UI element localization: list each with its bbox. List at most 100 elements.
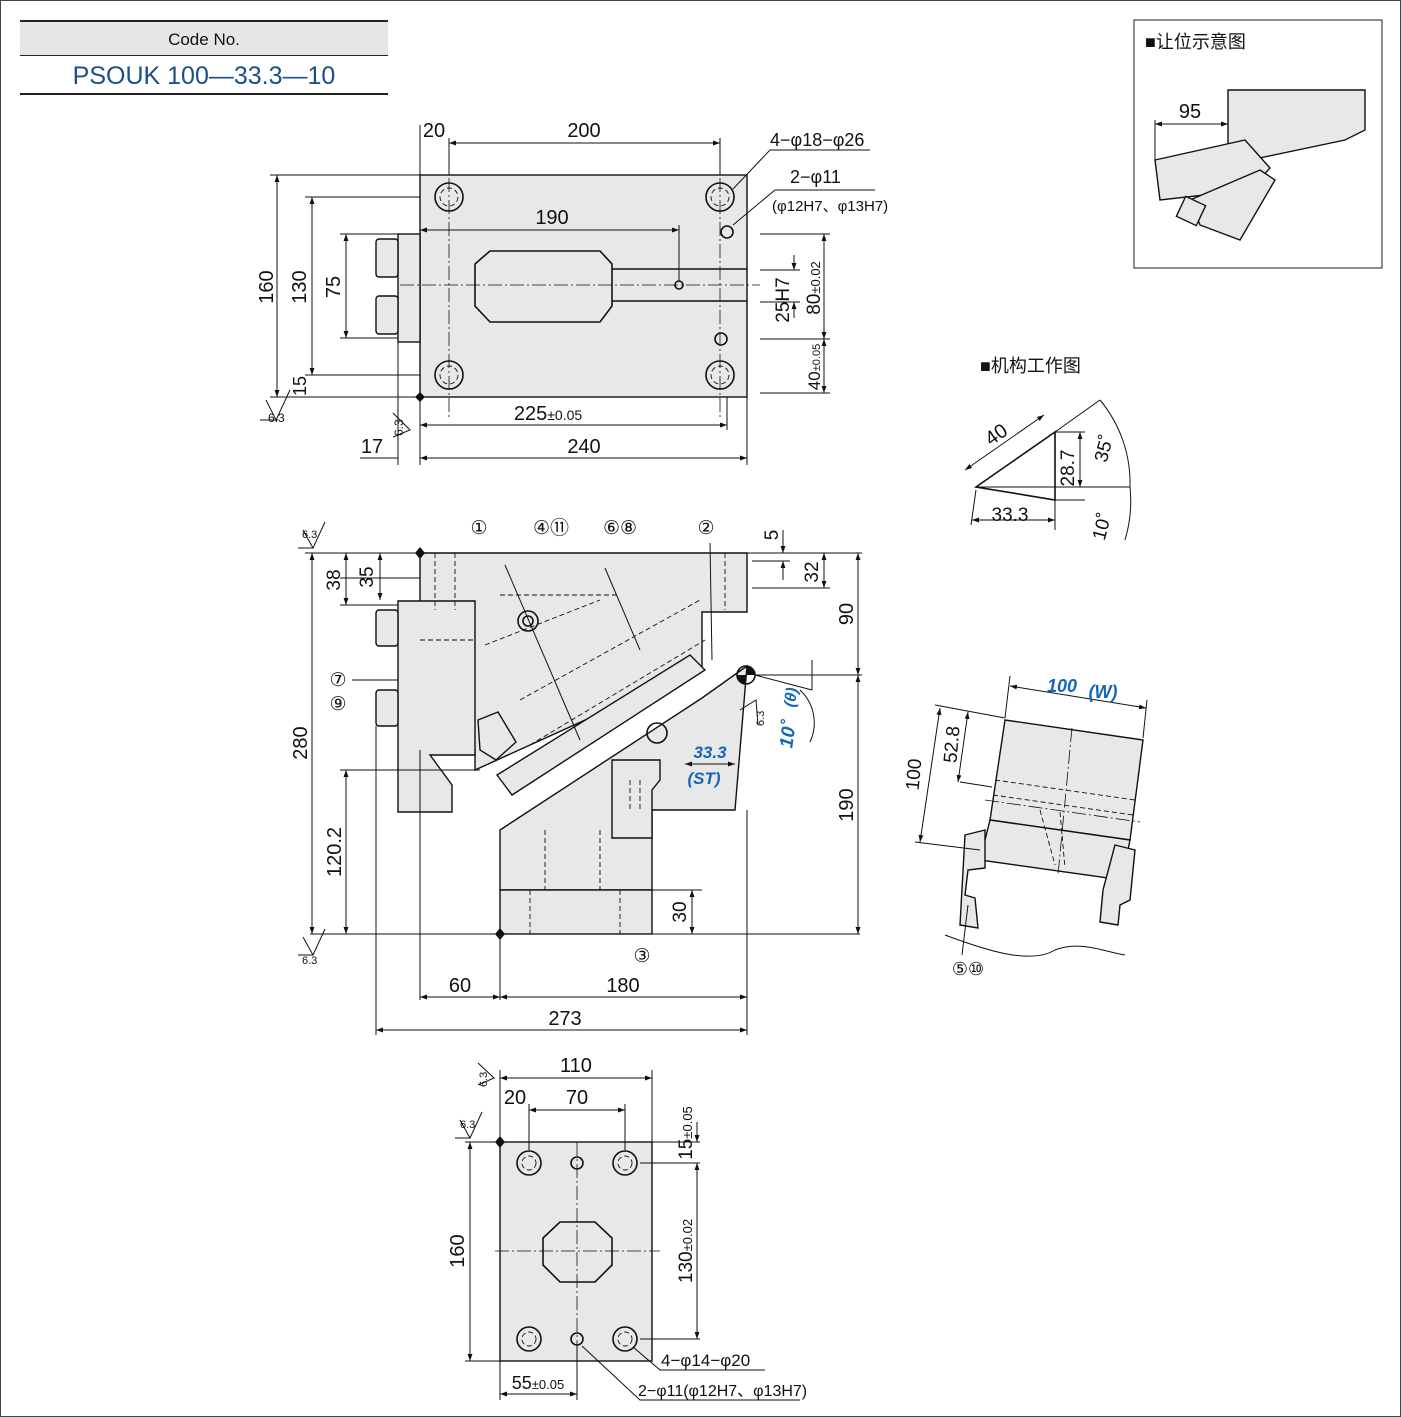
dim-190: 190 <box>836 788 858 821</box>
counterbore-hole <box>516 1150 542 1176</box>
top-slot-octagon <box>474 250 613 323</box>
clearance-dim-95: 95 <box>1179 101 1201 123</box>
mech-angle-35: 35˚ <box>1091 433 1118 465</box>
front-bolt-lower <box>375 689 399 727</box>
code-value: PSOUK 100—33.3—10 <box>20 57 388 95</box>
screw-head <box>517 610 539 632</box>
dim-240: 240 <box>567 436 600 458</box>
iso-dim-100: 100 <box>903 758 927 791</box>
dim-110: 110 <box>560 1055 592 1077</box>
iso-upper-block <box>989 719 1144 841</box>
dim-60: 60 <box>449 975 471 997</box>
holes-b-note: 2−φ11 <box>790 167 841 187</box>
dim-120-2: 120.2 <box>324 827 346 877</box>
dim-280: 280 <box>290 726 312 759</box>
dim-17: 17 <box>361 436 383 458</box>
bottom-view: 110 70 20 160 15±0.05 130±0.02 55±0.05 4… <box>447 1055 807 1401</box>
iso-view: 100 (W) 100 52.8 ⑤⑩ <box>903 675 1148 979</box>
dim-80: 80±0.02 <box>804 261 825 315</box>
mech-dim-33-3: 33.3 <box>992 505 1029 526</box>
dim-225: 225±0.05 <box>514 403 583 425</box>
counterbore-hole <box>612 1326 638 1352</box>
dowel-hole <box>720 225 734 239</box>
svg-text:⑨: ⑨ <box>329 694 346 715</box>
dim-15: 15±0.05 <box>676 1106 697 1160</box>
front-bolt-upper <box>375 609 399 647</box>
stroke-symbol: (ST) <box>687 769 720 788</box>
dim-35: 35 <box>357 566 378 587</box>
code-label: Code No. <box>20 20 388 56</box>
top-view: 200 20 190 160 130 75 15 225±0.05 240 17… <box>256 120 888 465</box>
spring-stopper <box>477 711 517 761</box>
top-bolt-upper <box>375 238 399 278</box>
clearance-title: ■让位示意图 <box>1145 32 1246 52</box>
iso-right-rail <box>1099 844 1136 926</box>
inset-tab <box>1175 195 1207 227</box>
dim-5: 5 <box>762 530 783 541</box>
dim-32: 32 <box>802 561 823 582</box>
dim-273: 273 <box>548 1008 581 1030</box>
dim-15: 15 <box>290 376 310 396</box>
bottom-plate <box>499 1141 653 1362</box>
roughness-mark: 6.3 <box>268 411 285 425</box>
side-plate <box>397 600 476 813</box>
svg-text:⑥⑧: ⑥⑧ <box>603 518 637 539</box>
front-view: ① ④⑪ ⑥⑧ ② ⑦ ⑨ ③ 280 120.2 38 35 90 190 3… <box>290 517 862 1035</box>
iso-left-rail <box>959 829 986 929</box>
dim-190: 190 <box>535 207 568 229</box>
dim-40: 40±0.05 <box>805 344 824 390</box>
angle-symbol: (θ) <box>782 686 802 708</box>
dim-30: 30 <box>670 901 691 922</box>
counterbore-hole <box>612 1150 638 1176</box>
dim-160: 160 <box>256 270 278 303</box>
cam-hole <box>646 722 668 744</box>
dim-180: 180 <box>606 975 639 997</box>
svg-text:④⑪: ④⑪ <box>533 517 569 539</box>
holes-a-note: 4−φ18−φ26 <box>770 130 864 150</box>
svg-text:①: ① <box>470 518 487 539</box>
svg-text:③: ③ <box>633 946 650 967</box>
holes-a-note: 4−φ14−φ20 <box>661 1351 750 1370</box>
roughness-mark: 6.3 <box>302 955 317 967</box>
mech-dim-40: 40 <box>981 420 1012 451</box>
callouts: ① ④⑪ ⑥⑧ ② ⑦ ⑨ ③ <box>329 517 714 967</box>
svg-text:⑦: ⑦ <box>329 670 346 691</box>
roughness-mark: 6.3 <box>478 1072 490 1087</box>
dim-55: 55±0.05 <box>512 1373 564 1393</box>
iso-width-value: 100 <box>1047 676 1077 696</box>
mechanism-title: ■机构工作图 <box>980 356 1081 376</box>
dim-90: 90 <box>836 603 858 625</box>
svg-text:②: ② <box>697 518 714 539</box>
iso-dim-52-8: 52.8 <box>940 725 964 764</box>
iso-callout: ⑤⑩ <box>952 959 984 979</box>
dim-130: 130±0.02 <box>676 1219 697 1283</box>
base-block <box>499 889 653 935</box>
mechanism-diagram: ■机构工作图 40 28.7 33.3 35˚ 10˚ <box>964 356 1132 543</box>
counterbore-hole <box>516 1326 542 1352</box>
mech-dim-28-7: 28.7 <box>1058 450 1079 487</box>
dim-25h7: 25H7 <box>773 277 794 322</box>
wear-plate <box>495 654 707 796</box>
holes-b-fit: (φ12H7、φ13H7) <box>772 198 888 215</box>
angle-value: 10˚ <box>776 719 801 750</box>
top-side-block <box>397 233 421 343</box>
dim-200: 200 <box>567 120 600 142</box>
roughness-mark: 6.3 <box>460 1119 475 1131</box>
dim-38: 38 <box>324 569 345 590</box>
top-plate <box>419 174 748 398</box>
roughness-mark: 6.3 <box>392 419 406 436</box>
holes-b-note: 2−φ11(φ12H7、φ13H7) <box>638 1383 807 1400</box>
roughness-mark: 6.3 <box>755 711 767 726</box>
dim-20: 20 <box>423 120 445 142</box>
dim-20: 20 <box>504 1087 526 1109</box>
dim-70: 70 <box>566 1087 588 1109</box>
dim-130: 130 <box>289 270 311 303</box>
dim-75: 75 <box>323 276 345 298</box>
mech-angle-10: 10˚ <box>1089 511 1116 543</box>
dim-160: 160 <box>447 1234 469 1267</box>
bottom-octagon <box>542 1221 613 1283</box>
code-number-box: Code No. PSOUK 100—33.3—10 <box>20 20 388 96</box>
dowel-hole <box>714 332 728 346</box>
clearance-inset: ■让位示意图 95 <box>1133 19 1383 269</box>
